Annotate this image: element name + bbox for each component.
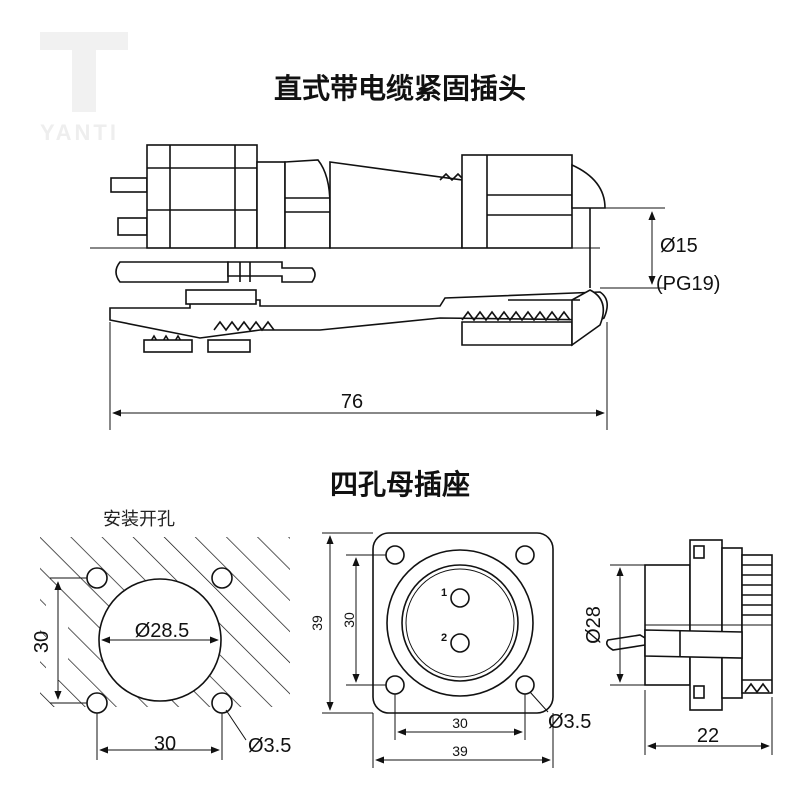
side-depth-label: 22 [697, 725, 719, 747]
plug-title: 直式带电缆紧固插头 [274, 72, 526, 105]
cutout-vertical-pitch-label: 30 [31, 631, 53, 653]
cutout-mount-hole-label: Ø3.5 [248, 735, 291, 757]
cutout-horizontal-pitch-label: 30 [154, 733, 176, 755]
plug-drawing [90, 144, 608, 353]
front-horizontal-pitch-label: 30 [452, 715, 468, 731]
plug-length-dimension: 76 [109, 322, 608, 430]
front-mount-hole-label: Ø3.5 [548, 711, 591, 733]
watermark-text: YANTI [40, 120, 119, 145]
cutout-label: 安装开孔 [103, 509, 175, 530]
front-width-label: 39 [452, 743, 468, 759]
front-height-label: 39 [309, 615, 325, 631]
plug-thread-label: (PG19) [656, 273, 720, 295]
pin-1-label: 1 [441, 587, 447, 599]
socket-front-drawing [322, 532, 554, 768]
plug-diameter-label: Ø15 [660, 235, 698, 257]
cutout-diameter-label: Ø28.5 [135, 620, 189, 642]
mounting-cutout-drawing [40, 537, 290, 760]
front-vertical-pitch-label: 30 [341, 612, 357, 628]
plug-length-label: 76 [341, 391, 363, 413]
watermark-logo: YANTI [40, 32, 128, 145]
socket-side-drawing [606, 539, 773, 755]
plug-diameter-dimension: Ø15 (PG19) [600, 207, 720, 295]
side-diameter-label: Ø28 [583, 606, 605, 644]
pin-2-label: 2 [441, 632, 447, 644]
socket-title: 四孔母插座 [330, 468, 470, 501]
